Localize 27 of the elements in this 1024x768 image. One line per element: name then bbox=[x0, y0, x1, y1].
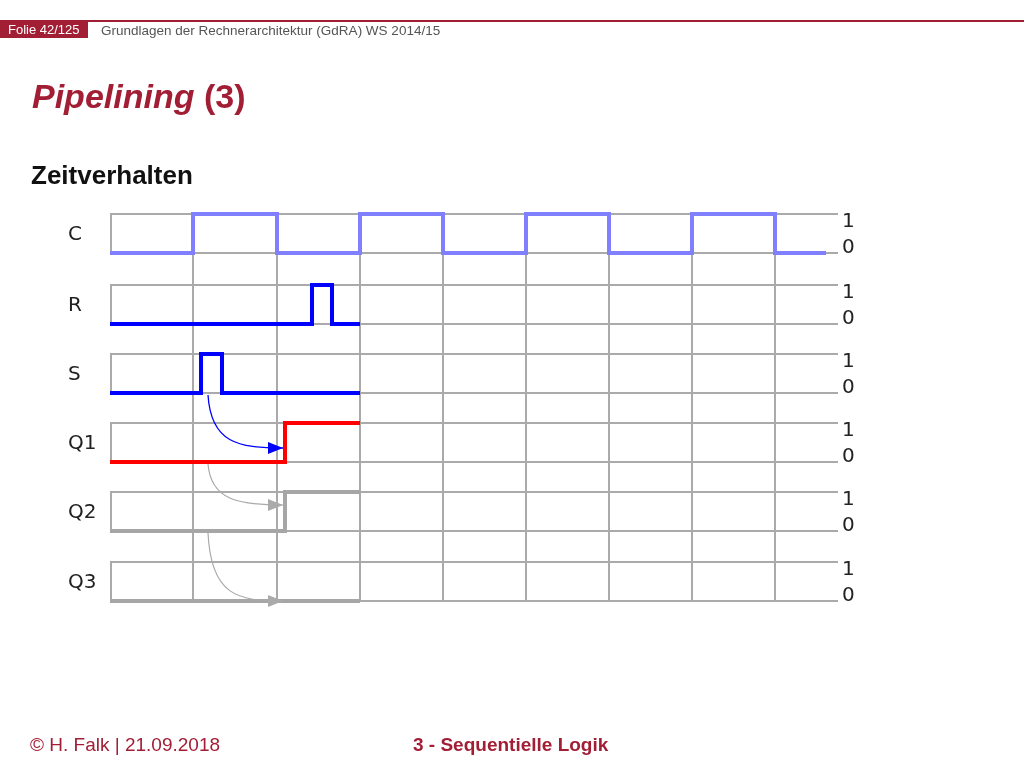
logic-level-label: 1 bbox=[842, 349, 855, 371]
logic-level-label: 1 bbox=[842, 487, 855, 509]
logic-level-label: 0 bbox=[842, 444, 855, 466]
section-heading: Zeitverhalten bbox=[31, 159, 193, 191]
arrow bbox=[207, 394, 284, 454]
course-title: Grundlagen der Rechnerarchitektur (GdRA) WS 2014/15 bbox=[101, 22, 441, 39]
logic-level-label: 0 bbox=[842, 375, 855, 397]
logic-level-label: 0 bbox=[842, 583, 855, 605]
slide-number: Folie 42/125 bbox=[0, 21, 88, 38]
logic-level-label: 1 bbox=[842, 557, 855, 579]
slide-title: Pipelining (3) bbox=[32, 76, 246, 116]
signal-name: Q1 bbox=[68, 430, 97, 454]
logic-level-label: 0 bbox=[842, 306, 855, 328]
footer-chapter: 3 - Sequentielle Logik bbox=[413, 733, 609, 757]
arrow bbox=[207, 532, 284, 607]
signal-name: S bbox=[68, 361, 81, 385]
signal-name: Q2 bbox=[68, 499, 97, 523]
footer-author: © H. Falk | 21.09.2018 bbox=[30, 733, 221, 757]
logic-level-label: 1 bbox=[842, 280, 855, 302]
logic-level-label: 1 bbox=[842, 209, 855, 231]
logic-level-label: 0 bbox=[842, 513, 855, 535]
signal-name: C bbox=[68, 221, 82, 245]
signal-name: R bbox=[68, 292, 82, 316]
signal-name: Q3 bbox=[68, 569, 97, 593]
arrow bbox=[207, 463, 284, 511]
logic-level-label: 0 bbox=[842, 235, 855, 257]
logic-level-label: 1 bbox=[842, 418, 855, 440]
